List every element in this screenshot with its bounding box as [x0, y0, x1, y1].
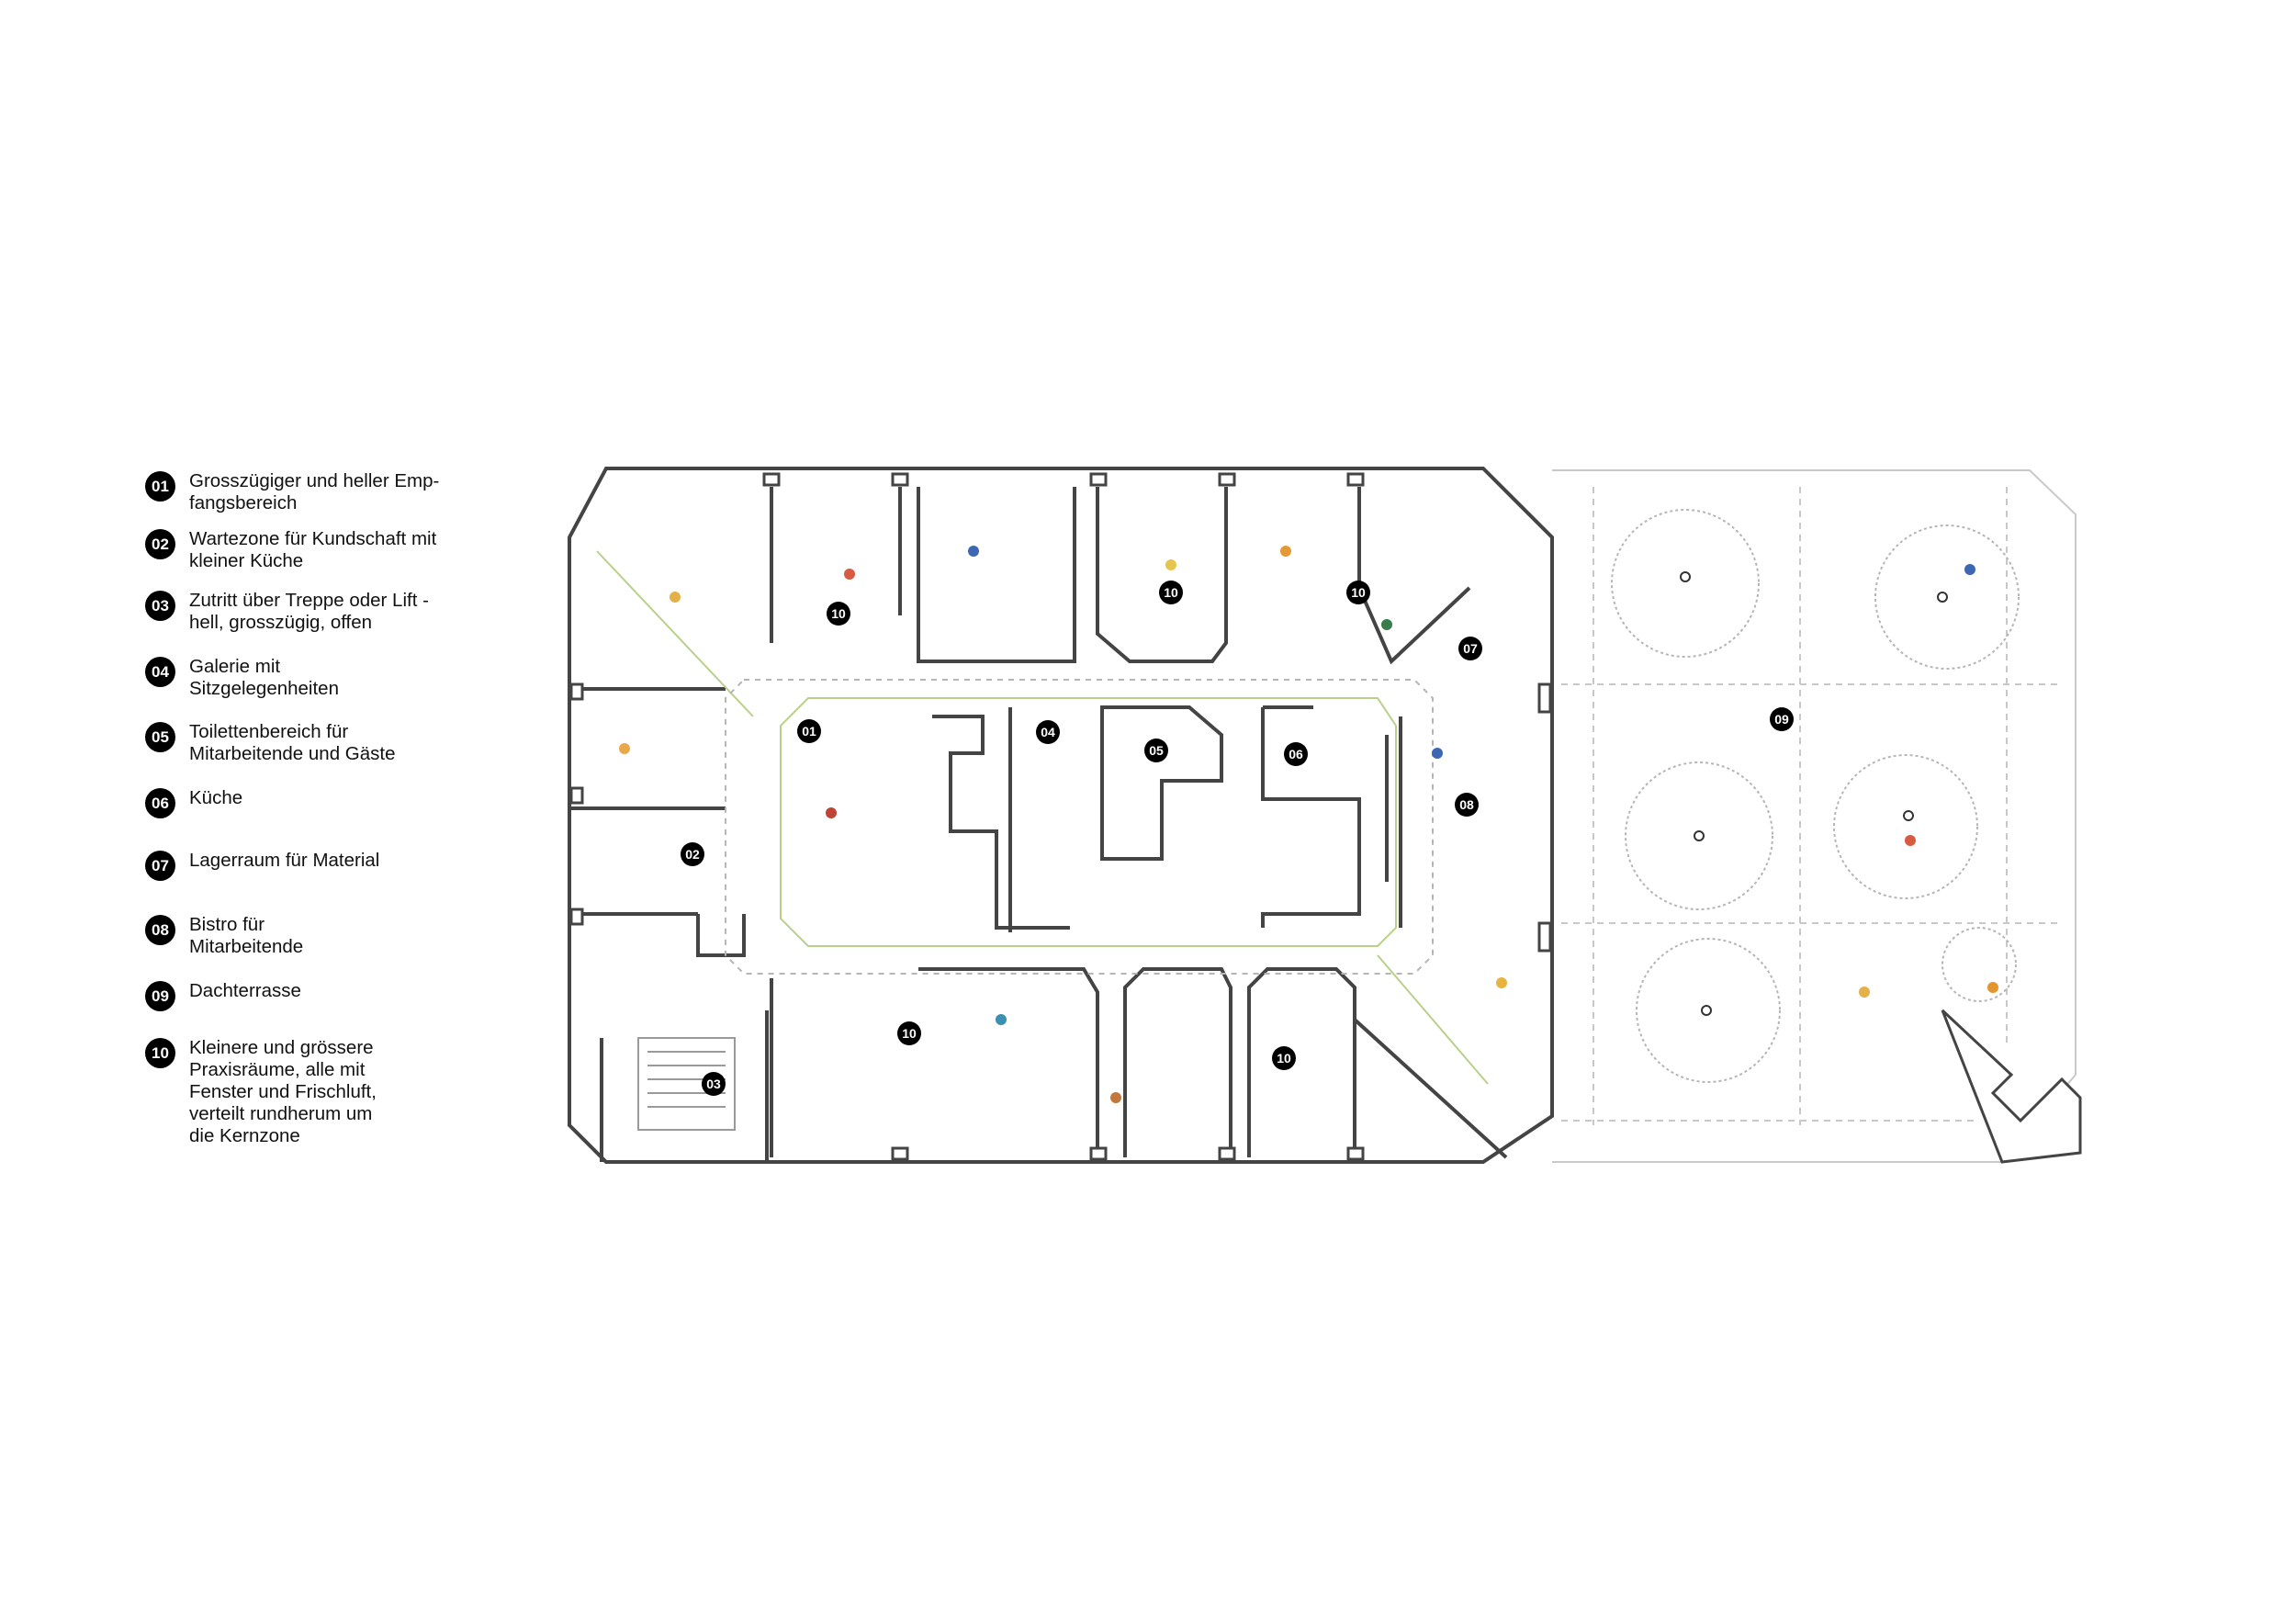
legend-description: Galerie mit Sitzgelegenheiten: [189, 656, 339, 699]
legend-item: 02 Wartezone für Kundschaft mit kleiner …: [145, 528, 483, 572]
room-marker-label: 10: [1164, 585, 1178, 600]
room-marker-label: 01: [802, 724, 816, 739]
people-figures: [619, 546, 1998, 1103]
room-marker: 08: [1455, 793, 1479, 817]
room-marker: 05: [1144, 739, 1168, 762]
legend-item: 05 Toilettenbereich für Mitarbeitende un…: [145, 721, 483, 765]
room-marker: 10: [1159, 581, 1183, 604]
legend-number-badge: 10: [145, 1038, 175, 1068]
room-marker-label: 05: [1149, 743, 1164, 758]
legend-description: Grosszügiger und heller Emp- fangsbereic…: [189, 470, 440, 513]
legend-item: 10 Kleinere und grössere Praxisräume, al…: [145, 1037, 483, 1147]
legend-number-badge: 09: [145, 981, 175, 1011]
room-marker-label: 10: [902, 1026, 917, 1041]
legend-description: Kleinere und grössere Praxisräume, alle …: [189, 1037, 377, 1146]
room-marker-circle: [1272, 1046, 1296, 1070]
room-markers: 01 02 03 04 05 06 07 08 09 10 10 10 10 10: [681, 581, 1794, 1096]
room-marker: 10: [1272, 1046, 1296, 1070]
room-marker-circle: [681, 842, 704, 866]
room-marker-circle: [1144, 739, 1168, 762]
legend-number-badge: 01: [145, 471, 175, 502]
legend-number-badge: 05: [145, 722, 175, 752]
legend-description: Lagerraum für Material: [189, 850, 380, 871]
room-marker: 10: [897, 1021, 921, 1045]
room-marker-circle: [1346, 581, 1370, 604]
core-corridor: [596, 550, 1489, 1085]
legend-item: 06 Küche: [145, 787, 483, 818]
room-marker-circle: [1458, 637, 1482, 660]
building-walls: [568, 467, 1554, 1164]
legend-number-badge: 06: [145, 788, 175, 818]
room-marker-circle: [702, 1072, 726, 1096]
tree-canopies: [1611, 509, 2020, 1083]
room-marker-label: 04: [1041, 725, 1055, 739]
room-marker: 01: [797, 719, 821, 743]
room-marker-circle: [1284, 742, 1308, 766]
room-marker-label: 07: [1463, 641, 1478, 656]
circulation-dashes: [725, 679, 1434, 975]
room-marker-label: 06: [1289, 747, 1303, 761]
legend-number-badge: 04: [145, 657, 175, 687]
legend-description: Toilettenbereich für Mitarbeitende und G…: [189, 721, 396, 764]
room-marker-circle: [1036, 720, 1060, 744]
room-marker-label: 08: [1459, 797, 1474, 812]
room-marker: 10: [827, 602, 850, 626]
room-marker-circle: [1455, 793, 1479, 817]
legend-number-badge: 07: [145, 851, 175, 881]
room-marker: 02: [681, 842, 704, 866]
legend-description: Wartezone für Kundschaft mit kleiner Küc…: [189, 528, 437, 571]
legend-item: 09 Dachterrasse: [145, 980, 483, 1011]
roof-terrace: [1552, 469, 2082, 1164]
room-marker-label: 03: [706, 1077, 721, 1091]
legend-item: 07 Lagerraum für Material: [145, 850, 483, 881]
room-marker-label: 10: [1277, 1051, 1291, 1066]
legend-item: 08 Bistro für Mitarbeitende: [145, 914, 483, 958]
legend-item: 01 Grosszügiger und heller Emp- fangsber…: [145, 470, 483, 514]
legend-number-badge: 03: [145, 591, 175, 621]
legend-description: Dachterrasse: [189, 980, 301, 1001]
legend-description: Bistro für Mitarbeitende: [189, 914, 304, 957]
room-marker: 04: [1036, 720, 1060, 744]
legend-item: 03 Zutritt über Treppe oder Lift - hell,…: [145, 590, 483, 634]
room-marker: 03: [702, 1072, 726, 1096]
stair-03: [637, 1037, 736, 1131]
room-marker-label: 02: [685, 847, 700, 862]
legend-description: Zutritt über Treppe oder Lift - hell, gr…: [189, 590, 429, 633]
legend-number-badge: 02: [145, 529, 175, 559]
room-marker: 09: [1770, 707, 1794, 731]
room-marker: 07: [1458, 637, 1482, 660]
legend-item: 04 Galerie mit Sitzgelegenheiten: [145, 656, 483, 700]
legend-description: Küche: [189, 787, 243, 808]
room-marker-circle: [1159, 581, 1183, 604]
legend-number-badge: 08: [145, 915, 175, 945]
room-marker-label: 10: [1351, 585, 1366, 600]
room-marker: 10: [1346, 581, 1370, 604]
room-marker-label: 09: [1774, 712, 1789, 727]
room-marker-circle: [797, 719, 821, 743]
tree-trunks: [1680, 571, 1948, 1016]
facade-pilasters: [569, 472, 1552, 1161]
room-marker-label: 10: [831, 606, 846, 621]
room-marker: 06: [1284, 742, 1308, 766]
room-marker-circle: [1770, 707, 1794, 731]
room-marker-circle: [897, 1021, 921, 1045]
room-marker-circle: [827, 602, 850, 626]
